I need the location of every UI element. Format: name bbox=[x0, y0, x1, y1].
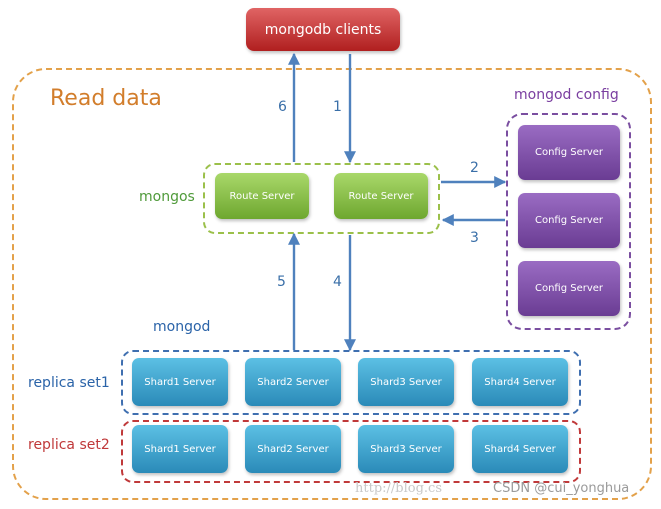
mongos-group bbox=[203, 163, 440, 234]
mongodb-clients-box: mongodb clients bbox=[246, 8, 400, 51]
watermark-url: http://blog.cs bbox=[355, 481, 442, 496]
step-6-label: 6 bbox=[278, 99, 287, 115]
step-1-label: 1 bbox=[333, 99, 342, 115]
rs2-shard2-server: Shard2 Server bbox=[245, 425, 341, 473]
step-5-label: 5 bbox=[277, 274, 286, 290]
rs1-shard4-server: Shard4 Server bbox=[472, 358, 568, 406]
config-server-2: Config Server bbox=[518, 193, 620, 248]
mongod-label: mongod bbox=[153, 319, 211, 335]
config-group bbox=[506, 113, 631, 330]
step-4-label: 4 bbox=[333, 274, 342, 290]
rs1-shard3-server: Shard3 Server bbox=[358, 358, 454, 406]
config-server-3: Config Server bbox=[518, 261, 620, 316]
step-3-label: 3 bbox=[470, 230, 479, 246]
replica-set2-group bbox=[121, 420, 581, 483]
rs2-shard4-server: Shard4 Server bbox=[472, 425, 568, 473]
mongos-label: mongos bbox=[139, 189, 195, 205]
rs2-shard1-server: Shard1 Server bbox=[132, 425, 228, 473]
config-label: mongod config bbox=[514, 87, 619, 103]
step-2-label: 2 bbox=[470, 160, 479, 176]
rs1-shard1-server: Shard1 Server bbox=[132, 358, 228, 406]
route-server-1: Route Server bbox=[215, 173, 309, 219]
route-server-2: Route Server bbox=[334, 173, 428, 219]
config-server-1: Config Server bbox=[518, 125, 620, 180]
read-data-container bbox=[12, 68, 652, 500]
watermark-credit: CSDN @cui_yonghua bbox=[493, 481, 630, 496]
rs1-shard2-server: Shard2 Server bbox=[245, 358, 341, 406]
diagram-title: Read data bbox=[50, 86, 162, 111]
replica-set2-label: replica set2 bbox=[28, 437, 110, 453]
rs2-shard3-server: Shard3 Server bbox=[358, 425, 454, 473]
replica-set1-label: replica set1 bbox=[28, 375, 110, 391]
